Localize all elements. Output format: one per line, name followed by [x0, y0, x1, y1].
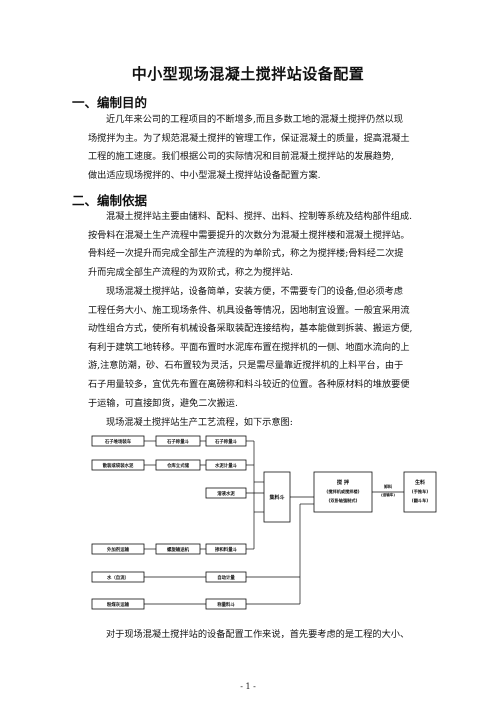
section-2-heading: 二、编制依据 — [72, 193, 148, 208]
flow-label: 水（自流） — [106, 574, 129, 581]
flow-label: (运输车) — [381, 492, 395, 497]
flow-label: 卸料 — [383, 483, 392, 489]
flow-box-output — [403, 471, 437, 513]
page-number: - 1 - — [240, 682, 256, 691]
flow-label: (搅拌机或搅拌楼) — [326, 488, 359, 495]
text-line: 游,注意防潮，砂、石布置较为灵活，只是需尽量靠近搅拌机的上料平台，由于 — [88, 360, 404, 372]
flow-label: (双卧轴强制式) — [329, 497, 358, 504]
flow-label: 石子称量斗 — [167, 438, 190, 445]
text-line: 场搅拌为主。为了规范混凝土搅拌的管理工作，保证混凝土的质量，提高混凝土 — [88, 132, 410, 144]
flow-label: 自动计量 — [217, 574, 235, 581]
text-line: 有利于建筑工地转移。平面布置时水泥库布置在搅拌机的一侧、地面水流向的上 — [88, 341, 410, 353]
text-line: 按骨料在混凝土生产流程中需要提升的次数分为混凝土搅拌楼和混凝土搅拌站。 — [88, 229, 410, 241]
text-line: 对于现场混凝土搅拌站的设备配置工作来说，首先要考虑的是工程的大小、 — [106, 629, 410, 640]
document-title: 中小型现场混凝土搅拌站设备配置 — [131, 65, 365, 83]
section-2-paragraph-4: 对于现场混凝土搅拌站的设备配置工作来说，首先要考虑的是工程的大小、 — [88, 626, 424, 645]
flow-label: 搅 拌 — [337, 478, 350, 486]
text-line: 现场混凝土搅拌站生产工艺流程，如下示意图: — [106, 417, 293, 428]
flow-label: 石子堆场装车 — [105, 438, 132, 445]
text-line: 工程的施工速度。我们根据公司的实际情况和目前混凝土搅拌站的发展趋势, — [88, 151, 395, 163]
flow-label: 仓库立式储 — [166, 462, 190, 469]
flow-label: 螺旋输送机 — [167, 546, 190, 553]
flow-label: 生料 — [415, 479, 425, 486]
text-line: 于运输，可直接卸货，避免二次搬运. — [88, 397, 238, 409]
flow-label: 溶液水泥 — [217, 490, 235, 497]
text-line: 骨料经一次提升而完成全部生产流程的为单阶式，称之为搅拌楼;骨料经二次提 — [88, 248, 404, 260]
section-2-paragraph-1: 混凝土搅拌站主要由储料、配料、搅拌、出料、控制等系统及结构部件组成. 按骨料在混… — [88, 208, 424, 282]
text-line: 石子用量较多，宜优先布置在离磅称和料斗较近的位置。各种原材料的堆放要便 — [88, 378, 410, 390]
text-line: 近几年来公司的工程项目的不断增多,而且多数工地的混凝土搅拌仍然以现 — [106, 114, 403, 125]
flow-label: 集料斗 — [268, 494, 284, 501]
flow-label: 水泥计量斗 — [214, 462, 238, 469]
flow-box-hopper — [263, 471, 291, 523]
flow-label: 外加剂运输 — [107, 546, 130, 553]
text-line: 混凝土搅拌站主要由储料、配料、搅拌、出料、控制等系统及结构部件组成. — [106, 211, 413, 222]
section-1-heading: 一、编制目的 — [72, 95, 148, 110]
flow-label: 粉煤灰运输 — [107, 601, 130, 608]
flow-label: 散装或袋装水泥 — [103, 462, 134, 469]
flow-label: 石子称量斗 — [215, 438, 238, 445]
section-1-paragraph: 近几年来公司的工程项目的不断增多,而且多数工地的混凝土搅拌仍然以现 场搅拌为主。… — [88, 111, 424, 185]
text-line: 做出适应现场搅拌的、中小型混凝土搅拌站设备配置方案. — [88, 169, 321, 181]
flow-label: 掺和料量斗 — [215, 546, 238, 553]
flow-label: 称量料斗 — [217, 601, 235, 608]
text-line: 工程任务大小、施工现场条件、机具设备等情况，因地制宜设置。一般宜采用流 — [88, 304, 410, 316]
section-2-paragraph-2: 现场混凝土搅拌站，设备简单，安装方便，不需要专门的设备,但必须考虑 工程任务大小… — [88, 283, 424, 413]
section-2-paragraph-3: 现场混凝土搅拌站生产工艺流程，如下示意图: — [88, 414, 424, 433]
flow-label: (翻斗车) — [412, 497, 428, 504]
text-line: 升而完成全部生产流程的为双阶式，称之为搅拌站. — [88, 266, 294, 278]
process-flow-diagram: 石子堆场装车 散装或袋装水泥 外加剂运输 水（自流） 粉煤灰运输 石子称量斗 仓… — [91, 435, 437, 610]
text-line: 现场混凝土搅拌站，设备简单，安装方便，不需要专门的设备,但必须考虑 — [106, 286, 403, 297]
text-line: 动性组合方式，使所有机械设备采取装配连接结构，基本能做到拆装、搬运方便, — [88, 323, 413, 335]
flow-box-mixer — [313, 471, 373, 513]
flow-label: (手推车) — [412, 488, 428, 495]
